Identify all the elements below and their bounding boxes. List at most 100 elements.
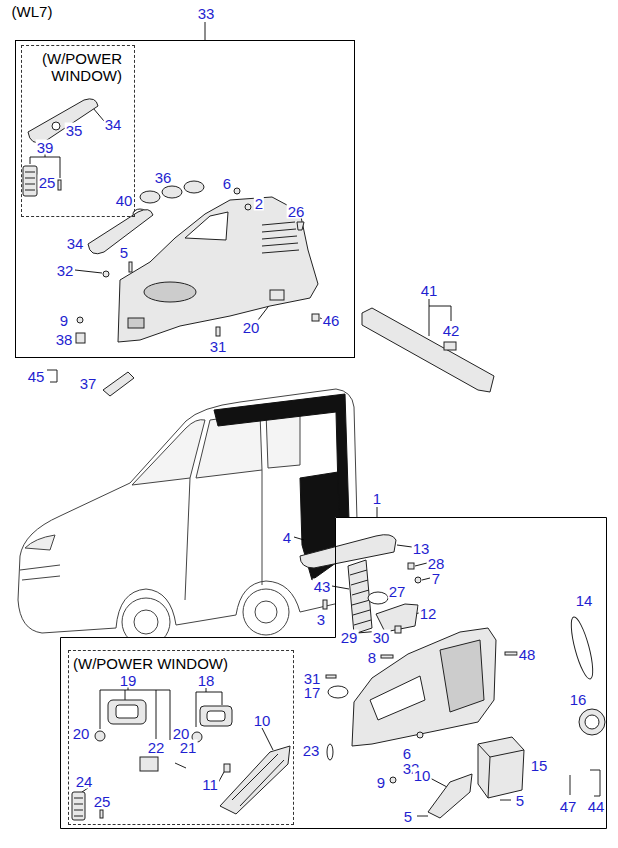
trim-part: [129, 262, 132, 272]
callout-number: 4: [282, 530, 292, 545]
callout-number: 20: [72, 726, 91, 741]
trim-part: [220, 746, 290, 814]
callout-number: 27: [388, 584, 407, 599]
callout-number: 47: [559, 799, 578, 814]
vehicle-outline: [20, 565, 60, 580]
callout-number: 21: [179, 740, 198, 755]
callout-number: 28: [427, 556, 446, 571]
trim-part: [444, 342, 456, 350]
trim-part: [370, 676, 425, 720]
vehicle-outline: [25, 535, 55, 550]
part-group-box: 1(W/POWER WINDOW): [60, 517, 606, 828]
vehicle-outline: [134, 610, 158, 634]
callout-number: 11: [201, 777, 219, 792]
trim-part: [140, 757, 158, 771]
callout-number: 6: [402, 746, 412, 761]
trim-part: [74, 798, 83, 816]
trim-part: [224, 764, 230, 772]
vehicle-outline: [132, 420, 205, 485]
trim-part: [567, 615, 597, 680]
callout-number: 40: [115, 193, 134, 208]
trim-part: [103, 271, 109, 277]
variant-code: (WL7): [11, 4, 54, 19]
trim-part: [232, 754, 284, 806]
callout-number: 31: [303, 671, 322, 686]
trim-part: [417, 732, 423, 738]
box-mask: [60, 517, 607, 829]
trim-part: [128, 318, 144, 328]
trim-part: [326, 675, 336, 678]
callout-number: 31: [209, 339, 228, 354]
callout-number: 14: [575, 593, 594, 608]
callout-number: 16: [569, 692, 588, 707]
option-note: (W/POWER WINDOW): [26, 50, 122, 84]
callout-number: 37: [79, 376, 98, 391]
trim-part: [185, 212, 228, 240]
trim-part: [52, 122, 60, 130]
callout-number: 48: [518, 647, 537, 662]
trim-part: [312, 314, 319, 321]
callout-number: 24: [75, 774, 94, 789]
trim-part: [140, 191, 160, 203]
callout-number: 38: [55, 332, 74, 347]
trim-part: [144, 282, 196, 302]
trim-part: [118, 197, 318, 342]
vehicle-outline: [243, 589, 289, 635]
callout-number: 30: [372, 630, 391, 645]
callout-number: 45: [27, 369, 46, 384]
trim-part: [47, 370, 57, 382]
trim-part: [23, 99, 605, 820]
group-outline: [60, 517, 606, 828]
leader-line: [377, 507, 378, 517]
callout-number: 20: [242, 320, 261, 335]
callout-number: 5: [515, 793, 525, 808]
trim-part: [368, 592, 388, 604]
trim-part: [328, 686, 348, 698]
callout-number: 36: [154, 170, 173, 185]
leader-line: [415, 563, 427, 566]
trim-part: [585, 715, 599, 729]
trim-part: [579, 709, 605, 735]
trim-part: [428, 774, 472, 818]
leader-line: [430, 778, 447, 787]
leader-line: [422, 578, 430, 580]
callout-number: 43: [313, 579, 332, 594]
vehicle-outline: [18, 389, 357, 646]
leader-line: [82, 788, 88, 792]
callout-number: 39: [36, 140, 55, 155]
trim-part: [103, 372, 134, 396]
callout-number: 9: [59, 313, 69, 328]
trim-part: [184, 181, 204, 193]
trim-part: [116, 705, 138, 718]
leader-line: [332, 586, 349, 589]
leader-line: [93, 108, 104, 121]
callout-number: 10: [413, 768, 432, 783]
leader-line: [218, 772, 224, 783]
callout-number: 10: [253, 713, 272, 728]
vehicle-outline: [262, 470, 263, 585]
trim-part: [207, 711, 225, 721]
trim-part: [175, 763, 186, 768]
trim-part: [262, 222, 299, 253]
trim-part: [23, 166, 37, 196]
callout-number: 34: [104, 117, 123, 132]
callout-number: 5: [119, 245, 129, 260]
leader-line: [205, 22, 206, 40]
callout-number: 18: [197, 673, 216, 688]
trim-part: [100, 810, 103, 818]
trim-part: [200, 706, 232, 726]
leader-line: [75, 270, 102, 273]
leader-line: [262, 728, 273, 750]
callout-number: 19: [119, 673, 138, 688]
callout-number: 12: [419, 606, 438, 621]
trim-part: [297, 222, 304, 230]
trim-part: [478, 744, 524, 798]
option-note: (W/POWER WINDOW): [73, 655, 228, 672]
trim-part: [77, 317, 83, 323]
trim-part: [376, 604, 418, 632]
callout-number: 1: [372, 491, 382, 506]
callout-number: 17: [303, 685, 322, 700]
trim-part: [95, 731, 105, 741]
